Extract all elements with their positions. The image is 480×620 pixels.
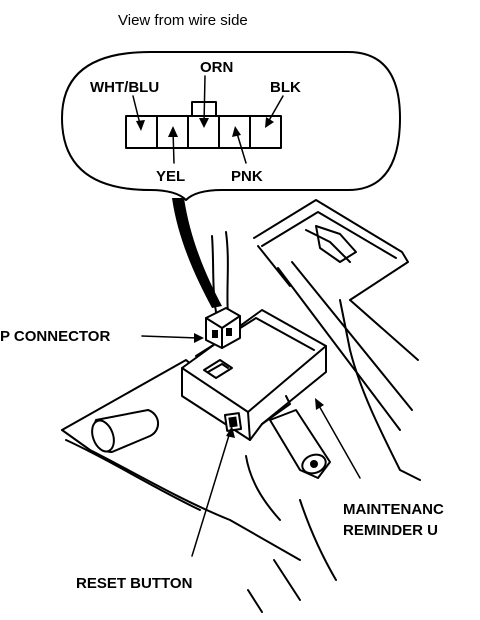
pin-arrows [132,75,284,164]
leader-arrows [141,333,361,557]
reset-button-label: RESET BUTTON [76,575,192,592]
connector-face-callout: WHT/BLU ORN BLK YEL PNK [61,51,401,201]
panel-knob [91,409,159,453]
unit-socket [203,359,233,379]
pin-label-blk: BLK [270,79,301,96]
p-connector-plug [205,307,241,349]
connector-leader [141,335,199,339]
reminder-unit [181,309,331,479]
pin-label-wht-blu: WHT/BLU [90,79,159,96]
pin-label-orn: ORN [200,59,233,76]
unit-label-line2: REMINDER U [343,522,438,539]
connector-label: P CONNECTOR [0,328,110,345]
unit-label-line1: MAINTENANC [343,501,444,518]
unit-housing [181,309,327,441]
pin-label-pnk: PNK [231,168,263,185]
reset-leader [191,431,231,557]
wire-harness [172,198,229,315]
mounting-panel [61,199,421,613]
unit-leader [317,403,361,479]
wire-bundle [172,198,222,308]
callout-bubble [61,51,401,201]
view-caption: View from wire side [118,12,248,29]
pin-label-yel: YEL [156,168,185,185]
